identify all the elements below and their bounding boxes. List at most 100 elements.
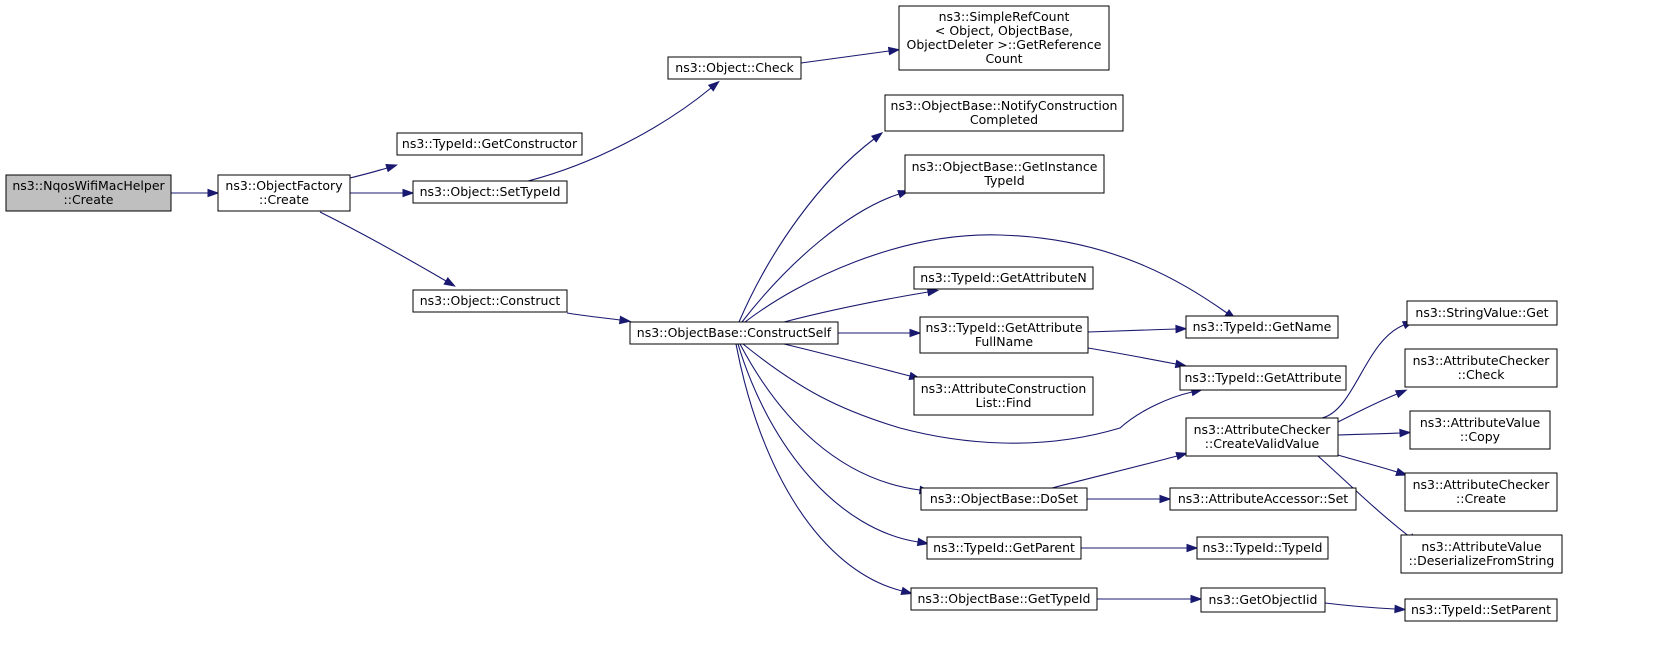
edge-do_set-to-create_valid_value: [1051, 451, 1189, 489]
node-set-typeid[interactable]: ns3::Object::SetTypeId: [412, 180, 568, 204]
node-obj-check[interactable]: ns3::Object::Check: [667, 56, 802, 80]
node-label: ns3::TypeId::GetParent: [933, 540, 1075, 555]
node-label: ::Create: [1456, 491, 1506, 506]
node-nqos-create: ns3::NqosWifiMacHelper::Create: [5, 174, 172, 212]
node-create-valid-value[interactable]: ns3::AttributeChecker::CreateValidValue: [1185, 417, 1339, 457]
node-get-name[interactable]: ns3::TypeId::GetName: [1185, 315, 1339, 339]
node-label: < Object, ObjectBase,: [935, 23, 1073, 38]
edge-create_valid_value-to-checker_create: [1337, 454, 1408, 476]
call-edges: [171, 46, 1420, 614]
node-label: FullName: [975, 334, 1034, 349]
edge-arrowhead: [900, 586, 914, 596]
node-box: [1185, 315, 1339, 339]
node-box: [1196, 536, 1329, 560]
node-box: [1200, 587, 1326, 613]
node-label: ns3::GetObjectIid: [1209, 592, 1318, 607]
node-typeid-typeid[interactable]: ns3::TypeId::TypeId: [1196, 536, 1329, 560]
node-label: Completed: [970, 112, 1038, 127]
edge-of_create-to-set_typeid: [350, 188, 415, 198]
edge-obj_construct-to-construct_self: [566, 312, 632, 325]
node-do-set[interactable]: ns3::ObjectBase::DoSet: [920, 487, 1088, 511]
node-box: [1400, 534, 1563, 574]
node-obj-construct[interactable]: ns3::Object::Construct: [412, 289, 568, 313]
edge-arrowhead: [1394, 389, 1408, 399]
node-label: ns3::ObjectFactory: [225, 178, 343, 193]
function-nodes: ns3::NqosWifiMacHelper::Createns3::Objec…: [5, 5, 1563, 622]
node-get-constructor[interactable]: ns3::TypeId::GetConstructor: [396, 132, 583, 156]
node-get-ref-count[interactable]: ns3::SimpleRefCount< Object, ObjectBase,…: [898, 5, 1110, 71]
node-box: [904, 154, 1105, 194]
node-label: ns3::AttributeAccessor::Set: [1178, 491, 1348, 506]
edge-arrowhead: [1399, 428, 1412, 438]
edge-set_typeid-to-obj_check: [527, 80, 720, 182]
node-box: [920, 487, 1088, 511]
node-label: ns3::ObjectBase::GetTypeId: [918, 591, 1091, 606]
node-ob-get-typeid[interactable]: ns3::ObjectBase::GetTypeId: [910, 587, 1098, 611]
node-box: [1404, 598, 1558, 622]
edge-arrowhead: [1186, 543, 1199, 553]
node-label: ns3::Object::SetTypeId: [420, 184, 561, 199]
edge-construct_self-to-get_attribute_n: [783, 287, 940, 323]
edge-ob_get_typeid-to-get_object_iid: [1097, 594, 1203, 604]
edge-line: [527, 87, 712, 182]
node-label: ns3::TypeId::GetAttribute: [925, 320, 1082, 335]
node-label: ::Create: [64, 192, 114, 207]
node-get-attribute[interactable]: ns3::TypeId::GetAttribute: [1179, 365, 1347, 391]
node-get-object-iid[interactable]: ns3::GetObjectIid: [1200, 587, 1326, 613]
node-box: [913, 266, 1094, 290]
node-deserialize[interactable]: ns3::AttributeValue::DeserializeFromStri…: [1400, 534, 1563, 574]
node-box: [898, 5, 1110, 71]
edge-arrowhead: [443, 277, 456, 287]
node-label: ns3::TypeId::TypeId: [1203, 540, 1323, 555]
edge-arrowhead: [707, 80, 720, 92]
edge-arrowhead: [1395, 467, 1408, 476]
node-box: [396, 132, 583, 156]
node-box: [412, 289, 568, 313]
edge-construct_self-to-attr_constr_find: [783, 343, 922, 381]
edge-line: [566, 312, 621, 321]
edge-construct_self-to-get_instance_typeid: [741, 190, 910, 323]
node-label: ns3::ObjectBase::DoSet: [930, 491, 1078, 506]
node-box: [629, 321, 839, 345]
node-label: ns3::TypeId::GetName: [1193, 319, 1332, 334]
edge-obj_check-to-get_ref_count: [800, 46, 901, 64]
node-construct-self[interactable]: ns3::ObjectBase::ConstructSelf: [629, 321, 839, 345]
node-of-create[interactable]: ns3::ObjectFactory::Create: [217, 174, 351, 212]
edge-nqos_create-to-of_create: [171, 188, 220, 198]
node-get-attribute-n[interactable]: ns3::TypeId::GetAttributeN: [913, 266, 1094, 290]
edge-line: [742, 343, 1193, 444]
node-value-copy[interactable]: ns3::AttributeValue::Copy: [1409, 410, 1551, 450]
node-label: Count: [985, 51, 1022, 66]
edge-do_set-to-accessor_set: [1087, 494, 1172, 504]
node-label: ::Create: [259, 192, 309, 207]
node-checker-check[interactable]: ns3::AttributeChecker::Check: [1404, 348, 1558, 388]
edge-get_object_iid-to-set_parent: [1324, 602, 1407, 614]
edge-construct_self-to-get_attr_fullname: [838, 328, 922, 338]
node-string-value-get[interactable]: ns3::StringValue::Get: [1406, 300, 1558, 326]
node-accessor-set[interactable]: ns3::AttributeAccessor::Set: [1169, 487, 1357, 511]
edge-line: [1051, 455, 1178, 489]
node-box: [1404, 348, 1558, 388]
edge-line: [739, 343, 921, 491]
edge-line: [783, 343, 911, 377]
edge-line: [738, 138, 875, 323]
edge-line: [783, 291, 929, 323]
node-label: List::Find: [976, 395, 1032, 410]
node-label: ObjectDeleter >::GetReference: [906, 37, 1101, 52]
node-label: ns3::AttributeChecker: [1413, 477, 1551, 492]
edge-arrowhead: [1394, 604, 1407, 614]
node-get-parent[interactable]: ns3::TypeId::GetParent: [926, 536, 1082, 560]
node-box: [217, 174, 351, 212]
node-set-parent[interactable]: ns3::TypeId::SetParent: [1404, 598, 1558, 622]
node-label: ns3::AttributeChecker: [1194, 422, 1332, 437]
node-label: ::DeserializeFromString: [1409, 553, 1555, 568]
node-notify-construction[interactable]: ns3::ObjectBase::NotifyConstructionCompl…: [884, 94, 1124, 132]
node-box: [926, 536, 1082, 560]
node-checker-create[interactable]: ns3::AttributeChecker::Create: [1404, 472, 1558, 512]
node-label: ns3::AttributeValue: [1420, 415, 1541, 430]
edge-create_valid_value-to-value_copy: [1337, 428, 1412, 438]
